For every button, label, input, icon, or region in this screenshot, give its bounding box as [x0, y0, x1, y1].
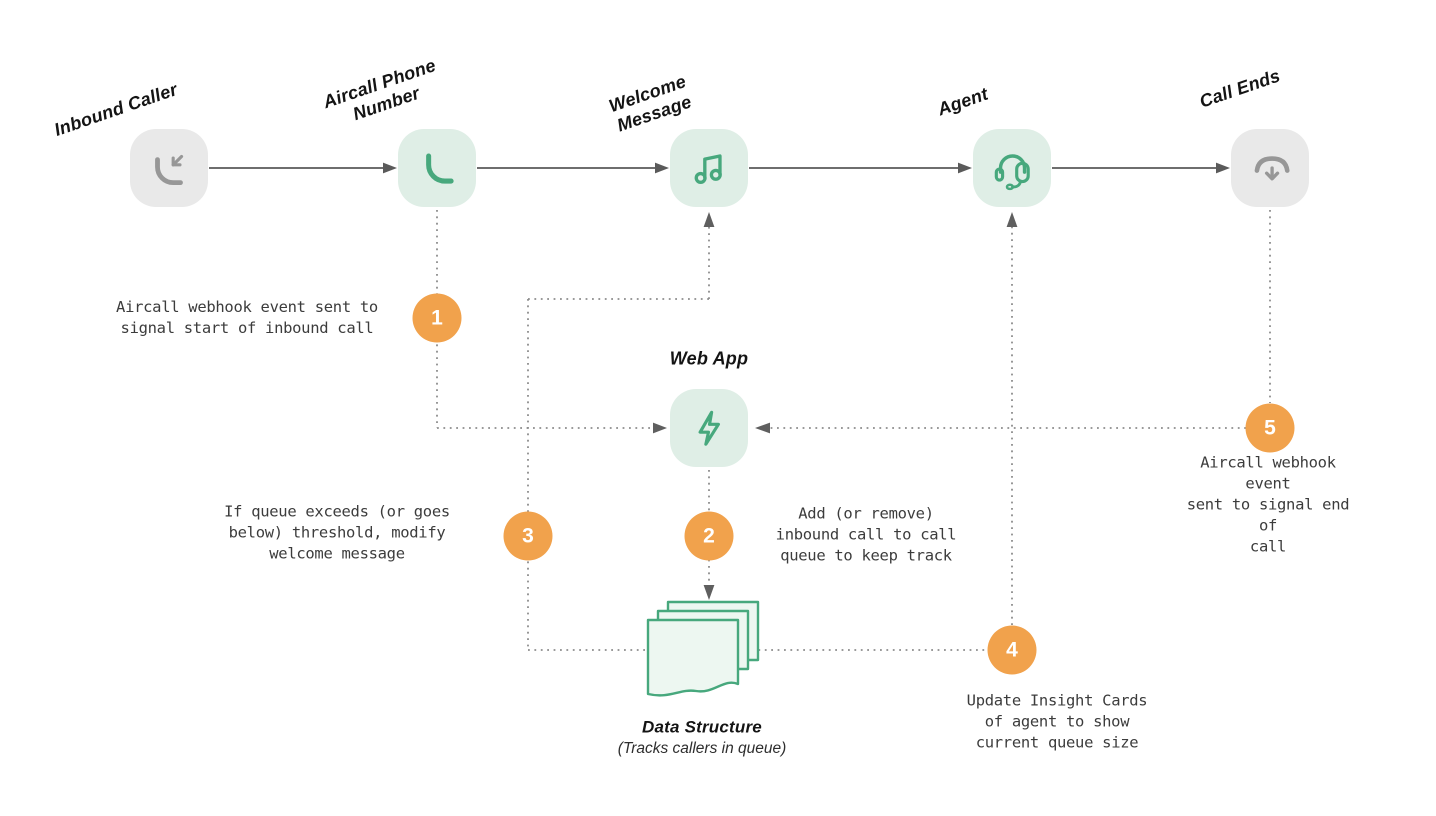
hang-up-icon — [1254, 156, 1290, 181]
node-call-ends — [1231, 129, 1309, 207]
stacked-pages-icon — [644, 598, 764, 702]
step-badge-3: 3 — [503, 511, 553, 561]
node-aircall-phone-number — [398, 129, 476, 207]
note-step4: Update Insight Cards of agent to show cu… — [966, 691, 1148, 752]
lightning-icon — [698, 410, 720, 446]
step-badge-4: 4 — [987, 625, 1037, 675]
note-step2: Add (or remove) inbound call to call que… — [775, 504, 957, 565]
dotted-arrowheads — [653, 212, 1018, 600]
note-step3: If queue exceeds (or goes below) thresho… — [224, 502, 450, 563]
sublabel-data-structure: (Tracks callers in queue) — [617, 740, 787, 757]
label-data-structure: Data Structure — [642, 717, 762, 737]
note-step5: Aircall webhook event sent to signal end… — [1186, 453, 1350, 556]
step-badge-5: 5 — [1245, 403, 1295, 453]
music-note-icon — [694, 154, 722, 184]
node-inbound-caller — [130, 129, 208, 207]
phone-icon — [426, 153, 454, 184]
node-welcome-message — [670, 129, 748, 207]
solid-arrowheads — [383, 162, 1230, 174]
node-agent — [973, 129, 1051, 207]
step-badge-1: 1 — [412, 293, 462, 343]
label-web-app: Web App — [669, 348, 749, 369]
node-web-app — [670, 389, 748, 467]
incoming-call-icon — [155, 154, 184, 186]
step-badge-2: 2 — [684, 511, 734, 561]
headset-icon — [994, 154, 1030, 191]
note-step1: Aircall webhook event sent to signal sta… — [116, 298, 378, 337]
